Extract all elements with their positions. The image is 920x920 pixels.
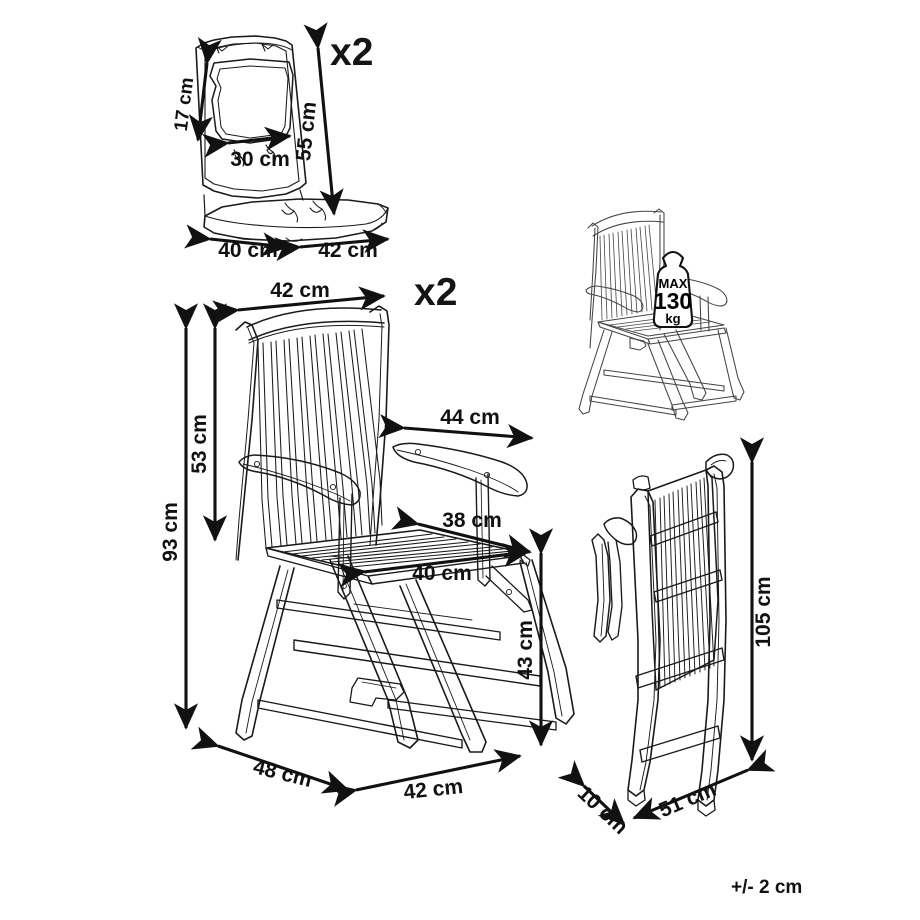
weight-max-text: MAX <box>659 276 688 291</box>
label-30cm: 30 cm <box>230 148 290 171</box>
label-40cm-cushion: 40 cm <box>218 239 278 262</box>
chair-quantity-label: x2 <box>414 271 457 314</box>
label-38cm: 38 cm <box>442 509 502 532</box>
label-43cm: 43 cm <box>514 620 537 680</box>
weight-unit-text: kg <box>665 311 680 326</box>
label-40cm-seat: 40 cm <box>412 562 472 585</box>
cushion-dimension-labels: 17 cm 30 cm 55 cm 40 cm 42 cm <box>171 76 378 262</box>
dimline-headrest-width <box>202 126 292 158</box>
dimline-cushion-seat-depth <box>184 224 289 257</box>
cushion-dimension-lines <box>184 22 390 262</box>
dimline-folded-width-51 <box>632 749 776 820</box>
dimline-base-width-42 <box>329 749 522 807</box>
folded-chair-dimension-lines <box>557 437 776 826</box>
dimline-armrest-width-44 <box>378 414 534 449</box>
dimline-headrest-height <box>188 36 222 142</box>
max-load-weight-icon: MAX 130 kg <box>652 250 694 329</box>
dimline-folded-thickness-10 <box>557 760 626 826</box>
dimline-base-depth-48 <box>190 726 350 794</box>
dimline-back-width-42 <box>212 286 386 325</box>
folded-chair-illustration <box>591 453 735 817</box>
weight-value-text: 130 <box>654 288 692 314</box>
dimline-seat-width-40 <box>337 543 530 588</box>
open-chair-dimension-lines <box>173 286 554 807</box>
label-93cm: 93 cm <box>159 502 182 562</box>
tolerance-note: +/- 2 cm <box>731 877 802 898</box>
label-42cm-back-width: 42 cm <box>270 279 330 302</box>
dimline-back-height <box>303 22 344 216</box>
label-53cm: 53 cm <box>188 414 211 474</box>
label-44cm: 44 cm <box>440 406 500 429</box>
label-105cm: 105 cm <box>752 576 775 647</box>
label-42cm-cushion: 42 cm <box>318 239 378 262</box>
cushion-quantity-label: x2 <box>330 31 373 74</box>
dimline-cushion-seat-width <box>274 229 390 262</box>
